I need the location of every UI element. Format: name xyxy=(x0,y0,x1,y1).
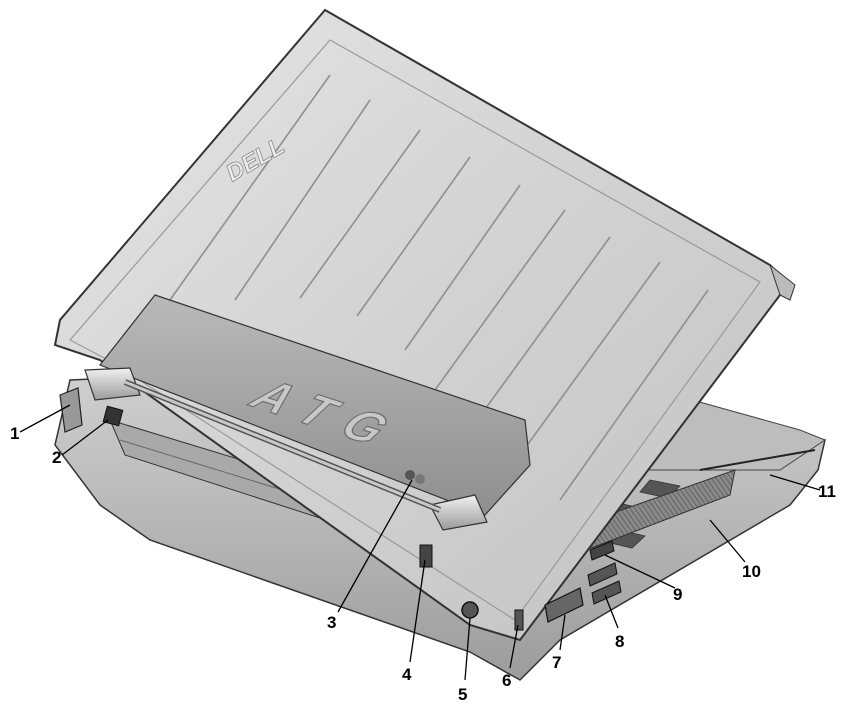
callout-9: 9 xyxy=(673,585,682,604)
leader-line-3 xyxy=(337,479,413,613)
ports xyxy=(59,387,622,631)
leader-line-11 xyxy=(769,474,821,491)
callout-10: 10 xyxy=(742,562,761,581)
callout-7: 7 xyxy=(552,653,561,672)
callout-8: 8 xyxy=(615,632,624,651)
ac-adapter-connector xyxy=(461,601,479,619)
status-indicator-icons xyxy=(405,470,425,484)
leader-line-5 xyxy=(464,617,471,681)
leader-line-8 xyxy=(604,594,619,629)
lid-ribs xyxy=(169,74,709,501)
lid-hinges xyxy=(84,367,488,531)
callout-5: 5 xyxy=(458,685,467,704)
callout-4: 4 xyxy=(402,665,412,684)
esata-port xyxy=(589,540,615,561)
usb-connectors xyxy=(587,562,622,605)
express-card-slot xyxy=(699,449,816,471)
leader-line-6 xyxy=(509,624,519,669)
callout-6: 6 xyxy=(502,671,511,690)
leader-line-9 xyxy=(604,554,676,589)
port-cover-latch xyxy=(59,387,83,433)
leader-line-2 xyxy=(61,419,109,456)
lid-badge-panel xyxy=(99,294,531,516)
leader-line-4 xyxy=(409,559,426,663)
leader-line-1 xyxy=(19,404,71,433)
callout-2: 2 xyxy=(52,448,61,467)
callout-3: 3 xyxy=(327,613,336,632)
leader-line-10 xyxy=(709,519,746,563)
leader-lines xyxy=(19,404,821,681)
callout-11: 11 xyxy=(818,482,836,501)
callout-labels: 1 2 3 4 5 6 7 8 9 10 11 xyxy=(10,424,836,704)
laptop-lid: DELL ATG xyxy=(53,8,796,642)
security-cable-slot xyxy=(514,609,524,631)
rear-usb-port xyxy=(419,544,433,568)
network-connector xyxy=(102,405,124,427)
leader-line-7 xyxy=(559,614,566,651)
callout-1: 1 xyxy=(10,424,19,443)
video-connector xyxy=(544,587,584,623)
